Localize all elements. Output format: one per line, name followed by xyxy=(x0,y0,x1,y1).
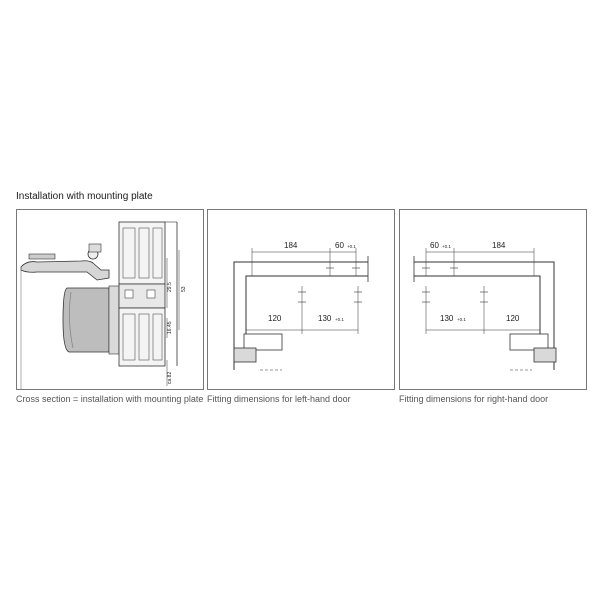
frame-outline-outer xyxy=(414,261,555,370)
frame-outline-inner xyxy=(245,275,368,340)
frame-chamber-3 xyxy=(152,227,163,279)
bottom-dim-120: 120 xyxy=(268,314,282,323)
frame-chamber-5 xyxy=(138,313,150,361)
caption-cross-section: Cross section = installation with mounti… xyxy=(16,394,204,404)
bottom-dim-130: 130 xyxy=(440,314,454,323)
frame-chamber-2 xyxy=(138,227,150,279)
hinge-block xyxy=(243,333,283,351)
top-dim-184: 184 xyxy=(284,241,298,250)
mounting-plate xyxy=(108,285,120,355)
screw-1 xyxy=(124,289,134,299)
left-hand-door-panel: 184 60 +0.1 120 130 +0.1 xyxy=(207,209,395,390)
hinge-pivot xyxy=(533,347,557,363)
right-hand-door-panel: 60 +0.1 184 130 +0.1 120 xyxy=(399,209,587,390)
bottom-dim-130-tol: +0.1 xyxy=(335,317,344,322)
top-dim-60-tol: +0.1 xyxy=(442,244,451,249)
cross-section-panel: 29.5 53 16.45 ca.82 xyxy=(16,209,204,390)
top-dim-60: 60 xyxy=(430,241,439,250)
frame-profile-lower xyxy=(118,307,166,367)
bottom-dim-130: 130 xyxy=(318,314,332,323)
frame-chamber-4 xyxy=(122,313,136,361)
pivot-block xyxy=(88,243,102,253)
frame-outline-outer xyxy=(233,261,368,370)
dim-label-1: 29.5 xyxy=(167,282,173,292)
bottom-dim-130-tol: +0.1 xyxy=(457,317,466,322)
frame-chamber-1 xyxy=(122,227,136,279)
caption-left-hand: Fitting dimensions for left-hand door xyxy=(207,394,351,404)
frame-chamber-6 xyxy=(152,313,163,361)
closer-body xyxy=(62,287,110,353)
bottom-dim-120: 120 xyxy=(506,314,520,323)
closer-highlight xyxy=(69,291,74,349)
dim-label-3: 16.45 xyxy=(167,321,173,334)
cross-section-drawing: 29.5 53 16.45 ca.82 xyxy=(20,221,187,390)
dim-label-4: ca.82 xyxy=(167,372,173,384)
page-title: Installation with mounting plate xyxy=(16,191,153,202)
left-hand-door-drawing: 184 60 +0.1 120 130 +0.1 xyxy=(233,241,369,371)
frame-outline-inner xyxy=(414,275,541,340)
arm-upper-bar xyxy=(28,253,56,260)
screw-2 xyxy=(146,289,156,299)
top-dim-60: 60 xyxy=(335,241,344,250)
frame-profile-upper xyxy=(118,221,166,285)
caption-right-hand: Fitting dimensions for right-hand door xyxy=(399,394,549,404)
dim-label-2: 53 xyxy=(181,286,187,292)
hinge-block xyxy=(509,333,549,351)
hinge-pivot xyxy=(233,347,257,363)
top-dim-60-tol: +0.1 xyxy=(347,244,356,249)
top-dim-184: 184 xyxy=(492,241,506,250)
arm-shape xyxy=(20,260,110,281)
right-hand-door-drawing: 60 +0.1 184 130 +0.1 120 xyxy=(413,241,557,371)
